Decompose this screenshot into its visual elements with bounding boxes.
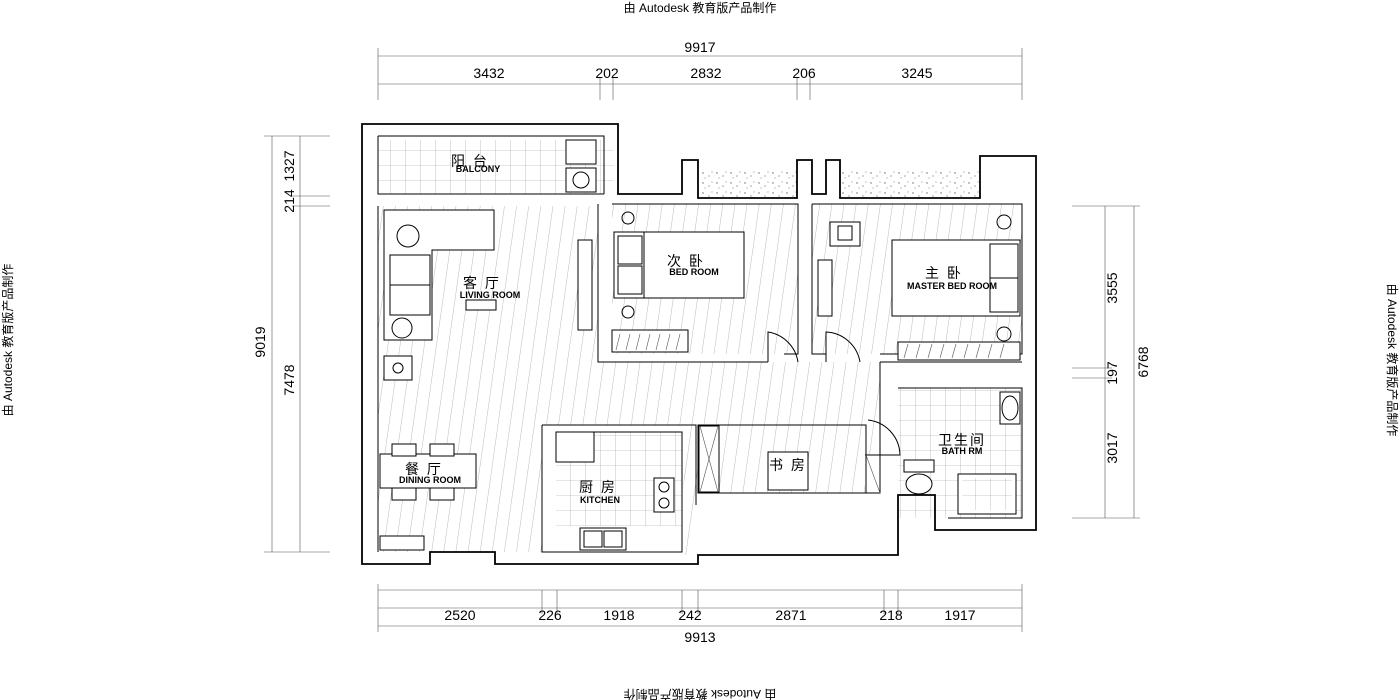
- dim-bottom-seg-2: 226: [538, 607, 562, 623]
- study-shelf: [698, 425, 720, 493]
- study-label-zh: 书 房: [769, 457, 807, 473]
- watermark-right: 由 Autodesk 教育版产品制作: [1385, 284, 1400, 437]
- dim-right-seg-1: 3555: [1104, 272, 1120, 303]
- tv-cabinet: [577, 239, 593, 331]
- bottom-dimensions: 2520 226 1918 242 2871 218 1917 9913: [377, 584, 1023, 645]
- dim-bottom-seg-5: 2871: [775, 607, 806, 623]
- balcony-label-en: BALCONY: [456, 164, 501, 174]
- kitchen-label-zh: 厨 房: [579, 479, 617, 495]
- side-table: [383, 355, 413, 381]
- living-room-label-en: LIVING ROOM: [460, 290, 521, 300]
- study-desk: [767, 451, 809, 491]
- bath-sink: [999, 391, 1021, 425]
- dim-bottom-seg-6: 218: [879, 607, 903, 623]
- master-bedroom-label-en: MASTER BED ROOM: [907, 281, 997, 291]
- dim-right-seg-3: 3017: [1104, 432, 1120, 463]
- balcony-label-zh: 阳 台: [451, 153, 489, 169]
- right-dimensions: 6768 3555 197 3017: [1072, 205, 1151, 519]
- dim-bottom-seg-4: 242: [678, 607, 702, 623]
- watermark-left: 由 Autodesk 教育版产品制作: [0, 264, 15, 417]
- dim-top-seg-4: 206: [792, 65, 816, 81]
- kitchen-fridge: [555, 431, 595, 463]
- top-dimensions: 9917 3432 202 2832 206 3245: [377, 39, 1023, 100]
- sofa: [383, 209, 495, 341]
- bedroom-label-en: BED ROOM: [669, 267, 719, 277]
- dim-left-seg-1: 1327: [281, 150, 297, 181]
- toilet: [903, 459, 935, 495]
- dining-table: [379, 443, 477, 501]
- master-cabinet: [817, 259, 833, 317]
- balcony-sink: [565, 167, 597, 193]
- study-shelf-right: [865, 454, 881, 494]
- dining-room-label-zh: 餐 厅: [405, 461, 443, 477]
- dim-top-seg-1: 3432: [473, 65, 504, 81]
- dim-left-total: 9019: [252, 326, 268, 357]
- stove: [653, 477, 675, 513]
- dim-bottom-seg-1: 2520: [444, 607, 475, 623]
- dim-top-seg-2: 202: [595, 65, 619, 81]
- dim-bottom-total: 9913: [684, 629, 715, 645]
- secondary-bed: [613, 211, 745, 319]
- watermark-bottom: 由 Autodesk 教育版产品制作: [624, 687, 777, 700]
- dim-left-seg-3: 7478: [281, 364, 297, 395]
- dining-room-label-en: DINING ROOM: [399, 475, 461, 485]
- coffee-table: [465, 299, 497, 311]
- dim-right-total: 6768: [1135, 346, 1151, 377]
- master-wardrobe: [897, 341, 1021, 361]
- master-bedroom-label-zh: 主 卧: [925, 265, 963, 281]
- washer: [565, 139, 597, 165]
- dim-top-seg-5: 3245: [901, 65, 932, 81]
- bedroom-label-zh: 次 卧: [667, 253, 705, 269]
- secondary-wardrobe: [611, 329, 689, 353]
- window-gravel: [700, 170, 980, 198]
- dim-left-seg-2: 214: [281, 189, 297, 213]
- kitchen-label-en: KITCHEN: [580, 495, 620, 505]
- watermark-top: 由 Autodesk 教育版产品制作: [624, 0, 777, 15]
- dim-bottom-seg-3: 1918: [603, 607, 634, 623]
- shower-tray: [957, 473, 1017, 515]
- dim-top-seg-3: 2832: [690, 65, 721, 81]
- door-swings: [681, 331, 901, 540]
- kitchen-sink: [579, 527, 627, 551]
- left-dimensions: 9019 1327 214 7478: [252, 135, 330, 553]
- dim-right-seg-2: 197: [1104, 361, 1120, 385]
- living-room-label-zh: 客 厅: [463, 275, 501, 291]
- master-bed: [891, 214, 1021, 342]
- dim-top-total: 9917: [684, 39, 715, 55]
- bathroom-label-zh: 卫生间: [938, 432, 986, 448]
- bathroom-label-en: BATH RM: [942, 446, 983, 456]
- desk-chair: [829, 221, 861, 247]
- dining-cabinet: [379, 535, 425, 551]
- dim-bottom-seg-7: 1917: [944, 607, 975, 623]
